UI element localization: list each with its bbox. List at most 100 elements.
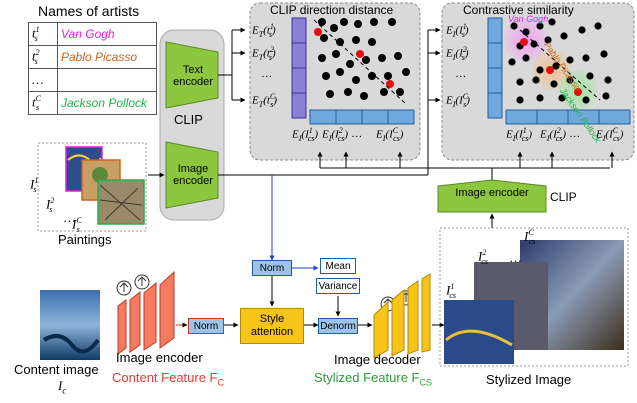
clip-direction-title: CLIP direction distance <box>270 3 394 17</box>
contrastive-bottom-embedding-3: … <box>570 128 580 140</box>
painting-symbol-2: I2s <box>46 196 55 214</box>
scatter-dot <box>510 22 518 30</box>
image-encoder-blocks <box>117 270 175 355</box>
stylized-symbol-3: … <box>510 250 522 265</box>
scatter-dot <box>544 36 552 44</box>
artist-symbol: … <box>28 68 58 92</box>
scatter-dot <box>394 52 402 60</box>
contrastive-line <box>519 29 601 101</box>
scatter-dot <box>552 62 560 70</box>
painting-symbol-1: I1s <box>30 176 39 194</box>
artist-name <box>57 68 157 92</box>
direction-image-embedding-4: EI(ICcs) <box>376 126 404 143</box>
scatter-dot <box>386 80 394 88</box>
direction-text-embedding-2: ET(t2s) <box>252 45 276 62</box>
stylized-box <box>439 227 629 367</box>
scatter-dot <box>530 40 538 48</box>
scatter-dot <box>332 50 340 58</box>
direction-text-embedding-4: ET(tCs) <box>252 92 278 109</box>
scatter-dot <box>550 80 558 88</box>
scatter-dot <box>516 96 524 104</box>
artist-symbol: tCs <box>28 91 58 115</box>
scatter-dot <box>578 26 586 34</box>
image-decoder-label: Image decoder <box>334 352 421 367</box>
painting-symbol-4: ICs <box>72 216 82 234</box>
stylized-symbol-4: ICcs <box>524 228 536 246</box>
contrastive-image-embedding-1: EI(I1s) <box>446 22 469 39</box>
denorm-box: Denorm <box>318 318 358 334</box>
contrastive-bottom-embedding-4: EI(ICcs) <box>596 126 624 143</box>
direction-image-embedding-2: EI(I2cs) <box>322 126 349 143</box>
text-encoder-label: Text encoder <box>173 64 213 88</box>
scatter-dot <box>582 96 590 104</box>
content-feature-label: Content Feature FC <box>112 370 224 388</box>
scatter-dot <box>520 38 528 46</box>
scatter-dot <box>362 56 370 64</box>
cluster-label-1: Van Gogh <box>508 14 549 24</box>
painting-symbol-3: … <box>64 210 76 225</box>
contrastive-title: Contrastive similarity <box>463 3 574 17</box>
artist-symbol: t2s <box>28 45 58 69</box>
scatter-dot <box>560 32 568 40</box>
scatter-dot <box>566 56 574 64</box>
text-encoder-shape <box>165 41 219 109</box>
mean-box: Mean <box>320 258 356 274</box>
scatter-dot <box>318 54 326 62</box>
stylized-symbol-1: I1cs <box>446 282 457 300</box>
scatter-dot <box>522 28 530 36</box>
scatter-dot <box>522 54 530 62</box>
scatter-dot <box>346 60 354 68</box>
image-decoder-blocks <box>373 273 431 359</box>
clip-right-encoder-label: Image encoder <box>455 187 529 199</box>
clip-right-side-label: CLIP <box>550 190 577 204</box>
scatter-dot <box>532 76 540 84</box>
artist-name: Pablo Picasso <box>57 45 157 69</box>
scatter-dot <box>586 72 594 80</box>
scatter-dot <box>336 68 344 76</box>
contrastive-image-embedding-2: EI(I2s) <box>446 45 469 62</box>
direction-scatter <box>313 18 410 105</box>
contrastive-scatter <box>508 18 612 104</box>
content-image-symbol: Ic <box>58 378 67 396</box>
norm-top-box: Norm <box>252 260 292 276</box>
clip-right-fanout <box>317 151 615 185</box>
scatter-dot <box>368 72 376 80</box>
scatter-dot <box>602 92 610 100</box>
direction-image-embedding-3: … <box>352 128 362 140</box>
image-encoder-shape <box>165 141 219 209</box>
scatter-dot <box>600 50 608 58</box>
scatter-dot <box>352 76 360 84</box>
contrastive-image-embedding-3: … <box>456 68 466 80</box>
contrastive-embedding-column <box>487 17 503 119</box>
upload-icon-encoder <box>116 274 150 296</box>
text-embedding-column <box>291 17 307 119</box>
clip-label: CLIP <box>174 112 203 127</box>
stylized-symbol-2: I2cs <box>478 248 489 266</box>
scatter-dot <box>558 94 566 102</box>
contrastive-image-embedding-4: EI(ICs) <box>446 92 470 109</box>
style-attention-box: Style attention <box>240 308 304 344</box>
scatter-dot <box>536 22 544 30</box>
scatter-dot <box>508 58 516 66</box>
scatter-dot <box>356 50 364 58</box>
scatter-dot <box>574 88 582 96</box>
paintings-box <box>37 142 147 232</box>
artists-table-title: Names of artists <box>38 3 140 19</box>
scatter-dot <box>516 78 524 86</box>
scatter-dot <box>320 34 328 42</box>
scatter-dot <box>314 28 322 36</box>
scatter-dot <box>354 20 362 28</box>
direction-text-embedding-3: … <box>262 68 272 80</box>
scatter-dot <box>322 72 330 80</box>
stylized-feature-label: Stylized Feature FCS <box>314 370 433 388</box>
contrastive-bottom-embedding-2: EI(I2cs) <box>540 126 567 143</box>
scatter-dot <box>352 36 360 44</box>
scatter-dot <box>546 66 554 74</box>
scatter-dot <box>378 54 386 62</box>
image-encoder-label: Image encoder <box>173 163 213 187</box>
variance-box: Variance <box>316 278 360 294</box>
